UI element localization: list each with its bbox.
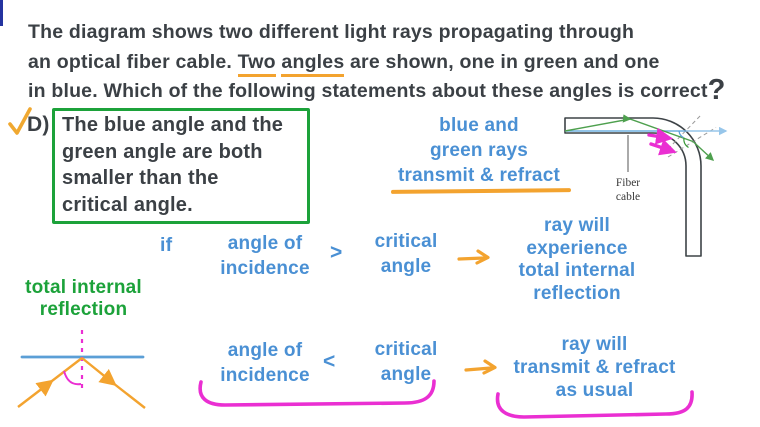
blue-annotation: blue and green rays transmit & refract xyxy=(385,113,573,188)
blue-annotation-text: blue and green rays xyxy=(429,115,529,161)
rule-if-label: if xyxy=(160,234,173,256)
green-angle-arc xyxy=(683,137,689,149)
tir-diagram xyxy=(17,330,146,409)
underlined-word-two: Two xyxy=(237,50,276,77)
rule1-arrow-icon xyxy=(457,249,490,265)
underlined-word-angles: angles xyxy=(281,50,345,77)
tir-annotation: total internal reflection xyxy=(25,277,142,320)
rule2-arrow-icon xyxy=(464,359,497,375)
reflected-ray xyxy=(81,357,146,409)
rule1-operator: > xyxy=(330,241,343,264)
rule2-operator: < xyxy=(323,350,336,373)
green-ray-refracted xyxy=(692,140,715,161)
pink-underbrace-result xyxy=(495,390,694,419)
rule1-rhs: critical angle xyxy=(374,231,438,277)
annotation-underline xyxy=(390,188,572,194)
blue-annotation-underlined-text: transmit & refract xyxy=(398,165,560,186)
answer-box xyxy=(52,108,310,224)
answer-text: The blue angle and the green angle are b… xyxy=(62,114,284,216)
pointer-arrow-icon-lower xyxy=(649,139,677,156)
question-line2-pre: an optical fiber cable. xyxy=(28,50,232,73)
question-line2-post: are shown, one in green and one xyxy=(350,50,660,73)
pink-underbrace-lhs xyxy=(198,379,436,407)
question-line3-text: in blue. Which of the following statemen… xyxy=(28,80,708,102)
rule2-rhs: critical angle xyxy=(374,339,438,385)
fiber-cable-diagram: Fiber cable xyxy=(564,113,728,257)
rule1-lhs: angle of incidence xyxy=(220,233,310,279)
blue-angle-arc xyxy=(678,130,684,139)
rule1-result: ray will experience total internal refle… xyxy=(518,215,636,304)
check-icon xyxy=(8,107,32,135)
fiber-cable-label-line1: Fiber xyxy=(616,177,640,189)
question-mark: ? xyxy=(707,74,726,106)
corner-mark xyxy=(0,0,3,26)
answer-option-label: D) xyxy=(27,113,50,136)
question-text: The diagram shows two different light ra… xyxy=(28,18,733,107)
rule2-lhs: angle of incidence xyxy=(220,340,310,386)
question-line-2: an optical fiber cable. Two angles are s… xyxy=(28,48,733,78)
fiber-cable-label-line2: cable xyxy=(616,191,640,203)
rule2-result: ray will transmit & refract as usual xyxy=(513,334,676,401)
question-line-1: The diagram shows two different light ra… xyxy=(28,21,635,43)
pointer-arrow-icon-upper xyxy=(647,127,674,145)
incidence-angle-arc xyxy=(63,370,82,386)
question-line-3: in blue. Which of the following statemen… xyxy=(28,74,733,107)
incident-ray xyxy=(17,357,83,408)
